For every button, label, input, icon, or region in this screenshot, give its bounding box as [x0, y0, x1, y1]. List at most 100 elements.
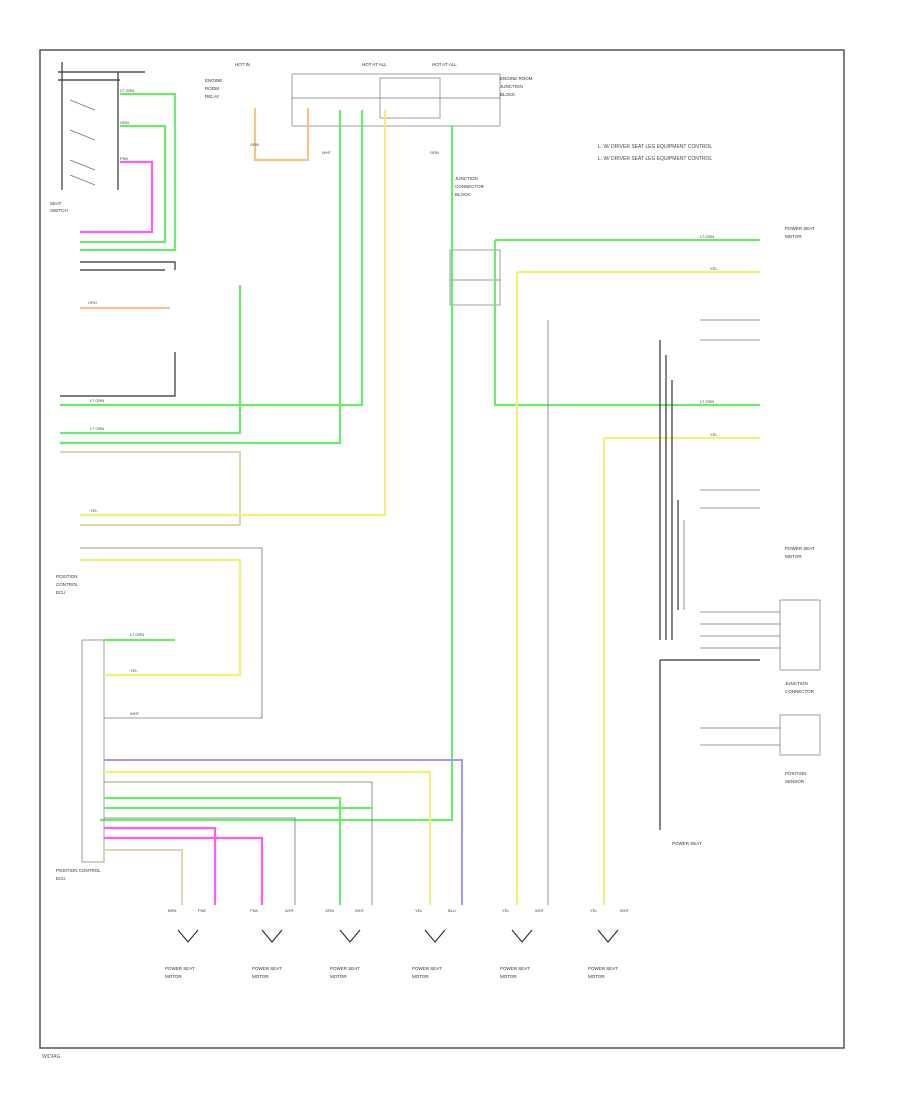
svg-text:POSITION CONTROL: POSITION CONTROL [56, 868, 101, 873]
wire-white-ecu-3 [104, 817, 296, 905]
position-control-ecu: POSITION CONTROL ECU POSITION CONTROL EC… [56, 574, 105, 881]
svg-text:YEL: YEL [502, 908, 510, 913]
svg-text:LT GRN: LT GRN [120, 88, 134, 93]
svg-text:JUNCTION: JUNCTION [500, 84, 523, 89]
svg-text:LT GRN: LT GRN [130, 632, 144, 637]
diagram-frame [39, 49, 845, 1049]
svg-text:MOTOR: MOTOR [785, 234, 802, 239]
svg-text:POWER SEAT: POWER SEAT [165, 966, 195, 971]
svg-text:POWER SEAT: POWER SEAT [330, 966, 360, 971]
svg-text:POWER SEAT: POWER SEAT [500, 966, 530, 971]
svg-text:MOTOR: MOTOR [785, 554, 802, 559]
svg-text:ENGINE ROOM: ENGINE ROOM [500, 76, 533, 81]
svg-text:GRN: GRN [120, 120, 129, 125]
wire-tan-1 [60, 451, 241, 526]
wire-yellow-ecu [80, 558, 242, 677]
note-2: L: W/ DRIVER SEAT LEG EQUIPMENT CONTROL [598, 156, 712, 162]
svg-text:RELAY: RELAY [205, 94, 219, 99]
svg-text:YEL: YEL [415, 908, 423, 913]
wire-white-ecu-2 [104, 781, 373, 905]
svg-text:POWER SEAT: POWER SEAT [412, 966, 442, 971]
svg-text:WHT: WHT [285, 908, 295, 913]
svg-text:CONNECTOR: CONNECTOR [455, 184, 485, 189]
svg-text:POWER SEAT: POWER SEAT [785, 546, 815, 551]
svg-text:MOTOR: MOTOR [588, 974, 605, 979]
svg-text:WHT: WHT [130, 711, 140, 716]
svg-text:LT GRN: LT GRN [90, 426, 104, 431]
svg-text:BLOCK: BLOCK [500, 92, 515, 97]
svg-text:ROOM: ROOM [205, 86, 219, 91]
svg-text:CONNECTOR: CONNECTOR [785, 689, 815, 694]
svg-text:MOTOR: MOTOR [330, 974, 347, 979]
diagram-id: W/DIAG [42, 1054, 60, 1060]
svg-text:MOTOR: MOTOR [412, 974, 429, 979]
fuse-block-top: HOT AT ALL HOT AT ALL HOT IN ENGINE ROOM… [205, 62, 533, 127]
svg-text:WHT: WHT [322, 150, 332, 155]
svg-text:HOT IN: HOT IN [235, 62, 250, 67]
svg-text:MOTOR: MOTOR [500, 974, 517, 979]
svg-text:LT GRN: LT GRN [700, 399, 714, 404]
right-harness: POWER SEAT MOTOR POWER SEAT MOTOR JUNCTI… [659, 226, 821, 846]
svg-text:WHT: WHT [355, 908, 365, 913]
svg-text:LT GRN: LT GRN [700, 234, 714, 239]
wire-tan-ecu [104, 849, 183, 905]
svg-text:HOT AT ALL: HOT AT ALL [362, 62, 387, 67]
wire-pink-ecu-2 [104, 836, 264, 905]
svg-text:POWER SEAT: POWER SEAT [785, 226, 815, 231]
wire-pink-ecu [104, 826, 217, 905]
svg-text:POWER SEAT: POWER SEAT [588, 966, 618, 971]
svg-text:SEAT: SEAT [50, 201, 62, 206]
wire-ltgrn-bus-2 [60, 285, 242, 435]
svg-text:ECU: ECU [56, 590, 66, 595]
svg-text:BRN: BRN [168, 908, 177, 913]
svg-text:YEL: YEL [130, 668, 138, 673]
seat-motors: POWER SEAT MOTOR POWER SEAT MOTOR POWER … [165, 929, 619, 979]
svg-text:BLU: BLU [448, 908, 456, 913]
wire-yellow-ecu-2 [104, 770, 432, 905]
wire-yellow-1 [80, 110, 387, 517]
svg-text:MOTOR: MOTOR [165, 974, 182, 979]
driver-seat-switch: SEAT SWITCH [50, 62, 145, 213]
wire-ltgrn-bus-3 [60, 110, 342, 445]
svg-text:POWER SEAT: POWER SEAT [672, 841, 702, 846]
wire-ltgrn-ecu-2 [104, 796, 342, 905]
wire-orange-relay [253, 108, 310, 162]
wire-white-ecu [80, 547, 263, 719]
svg-text:YEL: YEL [90, 508, 98, 513]
pin-labels: LT GRN GRN PNK GRN WHT GRN ORG LT GRN LT… [88, 88, 718, 913]
wire-ltgrn-bus [60, 110, 364, 407]
svg-text:WHT: WHT [535, 908, 545, 913]
svg-text:POSITION: POSITION [56, 574, 78, 579]
note-1: L: W/ DRIVER SEAT LEG EQUIPMENT CONTROL [598, 144, 712, 150]
svg-text:PNK: PNK [198, 908, 207, 913]
svg-text:SENSOR: SENSOR [785, 779, 805, 784]
svg-text:LT GRN: LT GRN [90, 398, 104, 403]
wire-ltgrn-1 [80, 92, 177, 252]
svg-text:ENGINE: ENGINE [205, 78, 222, 83]
wire-ltgrn-right [100, 125, 454, 822]
svg-text:PNK: PNK [120, 156, 129, 161]
svg-text:POSITION: POSITION [785, 771, 807, 776]
svg-text:PNK: PNK [250, 908, 259, 913]
svg-text:GRN: GRN [430, 150, 439, 155]
svg-text:ECU: ECU [56, 876, 66, 881]
svg-text:MOTOR: MOTOR [252, 974, 269, 979]
svg-text:WHT: WHT [620, 908, 630, 913]
wire-ltgrn-2 [80, 124, 167, 244]
svg-text:BLOCK: BLOCK [455, 192, 470, 197]
svg-text:POWER SEAT: POWER SEAT [252, 966, 282, 971]
wire-black-1 [80, 261, 176, 270]
svg-text:ORG: ORG [88, 300, 97, 305]
wire-pink-1 [80, 160, 154, 234]
svg-text:YEL: YEL [710, 432, 718, 437]
wire-blue-ecu [104, 759, 463, 905]
svg-text:HOT AT ALL: HOT AT ALL [432, 62, 457, 67]
junction-connector: JUNCTION CONNECTOR BLOCK [449, 176, 501, 306]
wire-ltgrn-right-3 [493, 240, 760, 407]
svg-text:GRN: GRN [250, 142, 259, 147]
svg-text:CONTROL: CONTROL [56, 582, 78, 587]
svg-text:JUNCTION: JUNCTION [785, 681, 808, 686]
svg-text:YEL: YEL [710, 266, 718, 271]
wire-black-3 [60, 352, 176, 397]
